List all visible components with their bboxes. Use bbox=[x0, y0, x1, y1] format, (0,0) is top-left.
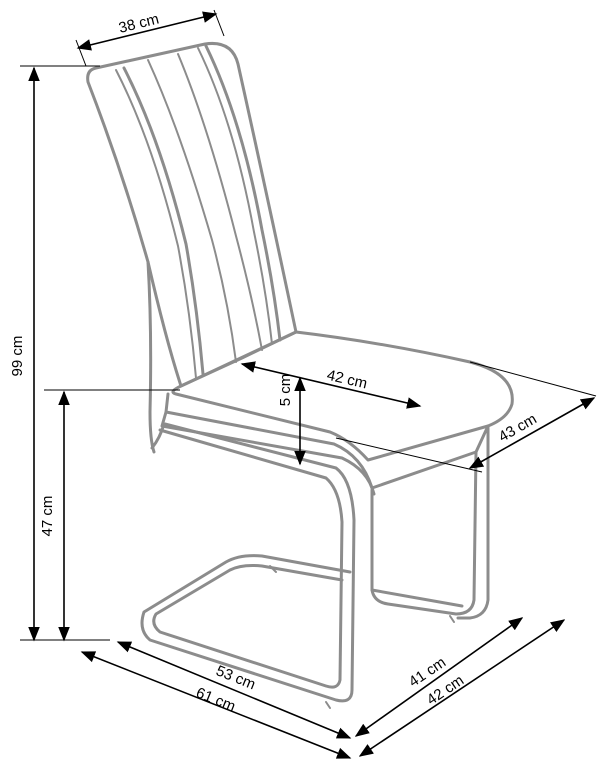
frame-base-right bbox=[370, 588, 464, 608]
dim-total-width-line bbox=[358, 619, 566, 757]
dimension-labels: 38 cm 99 cm 47 cm 42 cm 5 cm 43 cm 53 cm… bbox=[9, 10, 540, 715]
glide-front-left bbox=[325, 701, 331, 709]
seat-top bbox=[171, 330, 514, 462]
backrest-lower-edge bbox=[146, 260, 156, 454]
dim-total-depth-line bbox=[80, 651, 352, 759]
backrest-stitch-right-inner bbox=[204, 44, 282, 342]
dim-seat-depth-line bbox=[240, 361, 422, 409]
backrest-stitch-mid-1 bbox=[147, 59, 237, 363]
dim-seat-width-line bbox=[468, 397, 596, 469]
dim-base-width-line bbox=[354, 617, 524, 737]
frame-front-left-inner bbox=[152, 428, 344, 689]
ext-seat-width-front bbox=[335, 437, 483, 473]
label-total-height: 99 cm bbox=[9, 336, 26, 377]
backrest-stitch-left-outer bbox=[115, 69, 197, 379]
seat-bottom-edge bbox=[160, 410, 376, 496]
dimension-lines bbox=[20, 9, 597, 759]
dim-backrest-width-line bbox=[76, 11, 218, 51]
chair-drawing bbox=[86, 41, 514, 709]
glide-rear bbox=[269, 565, 277, 573]
label-seat-height: 47 cm bbox=[39, 496, 56, 537]
label-seat-thickness: 5 cm bbox=[277, 374, 294, 407]
backrest-stitch-right-outer bbox=[197, 47, 273, 345]
frame-right-vertical bbox=[370, 450, 478, 616]
glide-front-right bbox=[449, 615, 455, 623]
ext-seat-width-back bbox=[469, 361, 597, 397]
backrest-outline bbox=[86, 41, 298, 388]
backrest-stitch-left-inner bbox=[122, 66, 205, 376]
backrest-stitch-mid-2 bbox=[177, 53, 263, 351]
ext-backrest-left bbox=[75, 39, 87, 67]
backrest-side-curl bbox=[150, 422, 166, 450]
